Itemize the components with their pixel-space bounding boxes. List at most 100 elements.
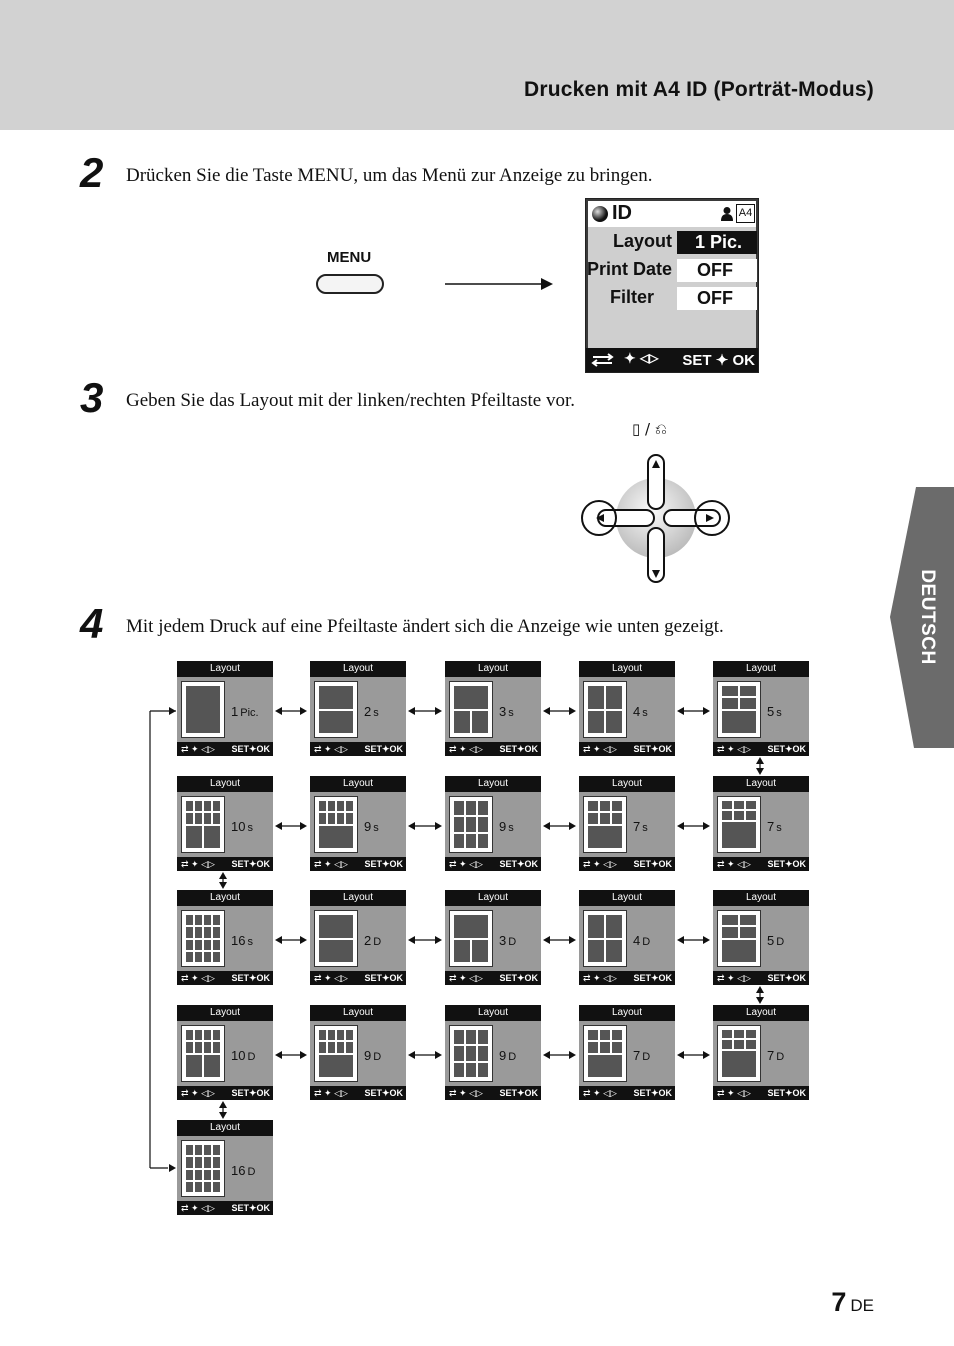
- photo-cell: [213, 1169, 220, 1180]
- photo-cell: [740, 698, 756, 709]
- photo-cell: [213, 813, 220, 824]
- photo-cell: [466, 801, 476, 816]
- arrowhead-icon: [569, 936, 576, 944]
- thumbnail-set-ok: SET✦OK: [231, 1203, 270, 1213]
- paper-preview: [181, 910, 225, 967]
- arrowhead-icon: [435, 936, 442, 944]
- photo-cell: [204, 1181, 211, 1192]
- return-arrow-icon: [591, 353, 614, 367]
- photo-cell: [722, 1040, 732, 1049]
- return-left-right-icon: ⇄ ✦ ◁▷: [449, 744, 483, 754]
- return-left-right-icon: ⇄ ✦ ◁▷: [181, 973, 215, 983]
- return-left-right-icon: ⇄ ✦ ◁▷: [583, 973, 617, 983]
- thumbnail-set-ok: SET✦OK: [633, 973, 672, 983]
- return-left-right-icon: ⇄ ✦ ◁▷: [717, 1088, 751, 1098]
- photo-cell: [213, 1030, 220, 1041]
- lcd-row-print-date[interactable]: Print Date OFF: [587, 259, 757, 283]
- step-number: 4: [80, 600, 104, 647]
- layout-count-number: 7: [633, 1048, 641, 1063]
- layout-count-suffix: D: [642, 936, 651, 948]
- paper-preview: [449, 681, 493, 738]
- layout-count-number: 16: [231, 933, 246, 948]
- thumbnail-set-ok: SET✦OK: [499, 1088, 538, 1098]
- arrowhead-icon: [703, 1051, 710, 1059]
- arrowhead-icon: [543, 936, 550, 944]
- arrowhead-icon: [169, 707, 176, 715]
- thumbnail-footer: ⇄ ✦ ◁▷SET✦OK: [177, 857, 273, 871]
- arrowhead-icon: [219, 1112, 227, 1119]
- return-left-right-icon: ⇄ ✦ ◁▷: [717, 973, 751, 983]
- layout-count-number: 4: [633, 933, 641, 948]
- photo-cell: [213, 1157, 220, 1168]
- arrowhead-icon: [275, 707, 282, 715]
- lcd-row-filter[interactable]: Filter OFF: [588, 287, 757, 311]
- thumbnail-footer: ⇄ ✦ ◁▷SET✦OK: [579, 857, 675, 871]
- paper-preview: [314, 910, 358, 967]
- photo-cell: [195, 801, 202, 812]
- photo-cell: [186, 1030, 193, 1041]
- photo-cell: [612, 813, 622, 824]
- photo-cell: [722, 1030, 732, 1039]
- arrowhead-icon: [756, 997, 764, 1004]
- photo-cell: [600, 1030, 610, 1041]
- photo-cell: [186, 915, 193, 926]
- thumbnail-title: Layout: [713, 890, 809, 906]
- thumbnail-footer: ⇄ ✦ ◁▷SET✦OK: [713, 1086, 809, 1100]
- lcd-title: ID: [612, 202, 632, 224]
- photo-cell: [204, 1030, 211, 1041]
- layout-count-suffix: D: [776, 936, 785, 948]
- photo-cell: [472, 710, 488, 733]
- photo-cell: [186, 686, 220, 733]
- thumbnail-title: Layout: [445, 890, 541, 906]
- photo-cell: [478, 1062, 488, 1077]
- photo-cell: [328, 813, 335, 824]
- arrowhead-icon: [435, 822, 442, 830]
- thumbnail-set-ok: SET✦OK: [364, 744, 403, 754]
- paper-preview: [449, 1025, 493, 1082]
- photo-cell: [600, 1042, 610, 1053]
- language-tab: [890, 487, 954, 748]
- photo-cell: [346, 801, 353, 812]
- layout-count-suffix: D: [508, 1051, 517, 1063]
- menu-button[interactable]: [316, 274, 384, 294]
- photo-cell: [722, 710, 756, 733]
- photo-cell: [213, 927, 220, 938]
- layout-count-number: 9: [364, 819, 372, 834]
- layout-count-suffix: D: [247, 1051, 256, 1063]
- photo-cell: [606, 915, 622, 938]
- arrowhead-icon: [703, 822, 710, 830]
- photo-cell: [472, 939, 488, 962]
- photo-cell: [186, 939, 193, 950]
- photo-cell: [722, 686, 738, 697]
- photo-cell: [588, 1030, 598, 1041]
- return-left-right-icon: ⇄ ✦ ◁▷: [181, 859, 215, 869]
- photo-cell: [195, 1169, 202, 1180]
- arrowhead-icon: [169, 1164, 176, 1172]
- return-left-right-icon: ⇄ ✦ ◁▷: [181, 1203, 215, 1213]
- plus-icon: ✦: [624, 350, 636, 366]
- photo-cell: [204, 1042, 211, 1053]
- photo-cell: [466, 1046, 476, 1061]
- lcd-row-value: 1 Pic.: [677, 231, 757, 254]
- page-title: Drucken mit A4 ID (Porträt-Modus): [523, 78, 874, 101]
- lcd-footer: ✦ ◁▷ SET ✦ OK: [586, 348, 758, 372]
- photo-cell: [328, 1042, 335, 1053]
- photo-cell: [478, 1030, 488, 1045]
- photo-cell: [319, 801, 326, 812]
- photo-cell: [746, 1040, 756, 1049]
- lcd-row-layout[interactable]: Layout 1 Pic.: [588, 231, 757, 255]
- layout-count-suffix: s: [776, 707, 782, 719]
- photo-cell: [186, 813, 193, 824]
- thumbnail-set-ok: SET✦OK: [499, 744, 538, 754]
- photo-cell: [722, 801, 732, 810]
- photo-cell: [186, 1054, 202, 1077]
